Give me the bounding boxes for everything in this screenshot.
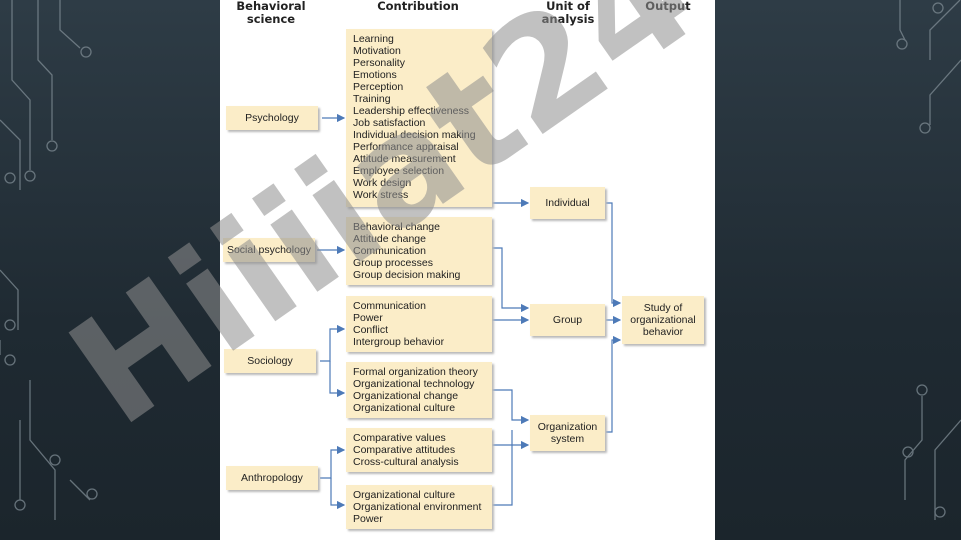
list-item: Training: [353, 93, 391, 105]
list-item: Attitude measurement: [353, 153, 456, 165]
science-psychology: Psychology: [226, 106, 318, 130]
list-item: Personality: [353, 57, 405, 69]
list-item: Motivation: [353, 45, 401, 57]
list-item: Emotions: [353, 69, 397, 81]
list-item: Communication: [353, 245, 426, 257]
list-item: Learning: [353, 33, 394, 45]
list-item: Organizational change: [353, 390, 459, 402]
science-social-psychology: Social psychology: [223, 238, 315, 262]
list-item: Job satisfaction: [353, 117, 426, 129]
contribution-anthropology-org-list: Organizational culture Organizational en…: [346, 485, 492, 529]
list-item: Work design: [353, 177, 412, 189]
list-item: Communication: [353, 300, 426, 312]
list-item: Comparative attitudes: [353, 444, 456, 456]
list-item: Group decision making: [353, 269, 461, 281]
list-item: Performance appraisal: [353, 141, 459, 153]
list-item: Formal organization theory: [353, 366, 478, 378]
science-sociology: Sociology: [224, 349, 316, 373]
contribution-sociology-group-list: Communication Power Conflict Intergroup …: [346, 296, 492, 352]
list-item: Work stress: [353, 189, 409, 201]
header-contribution: Contribution: [377, 0, 459, 13]
list-item: Cross-cultural analysis: [353, 456, 459, 468]
list-item: Conflict: [353, 324, 389, 336]
list-item: Perception: [353, 81, 404, 93]
list-item: Organizational culture: [353, 489, 456, 501]
unit-group: Group: [530, 304, 605, 336]
list-item: Organizational technology: [353, 378, 475, 390]
contribution-social-psychology-list: Behavioral change Attitude change Commun…: [346, 217, 492, 285]
list-item: Employee selection: [353, 165, 445, 177]
list-item: Group processes: [353, 257, 433, 269]
list-item: Individual decision making: [353, 129, 476, 141]
contribution-psychology-list: Learning Motivation Personality Emotions…: [346, 29, 492, 207]
list-item: Attitude change: [353, 233, 426, 245]
list-item: Intergroup behavior: [353, 336, 445, 348]
list-item: Leadership effectiveness: [353, 105, 469, 117]
list-item: Power: [353, 513, 383, 525]
list-item: Comparative values: [353, 432, 446, 444]
contribution-sociology-org-list: Formal organization theory Organizationa…: [346, 362, 492, 418]
list-item: Power: [353, 312, 383, 324]
list-item: Organizational culture: [353, 402, 456, 414]
list-item: Behavioral change: [353, 221, 440, 233]
list-item: Organizational environment: [353, 501, 482, 513]
contribution-anthropology-group-list: Comparative values Comparative attitudes…: [346, 428, 492, 472]
header-output: Output: [645, 0, 691, 13]
science-anthropology: Anthropology: [226, 466, 318, 490]
unit-individual: Individual: [530, 187, 605, 219]
